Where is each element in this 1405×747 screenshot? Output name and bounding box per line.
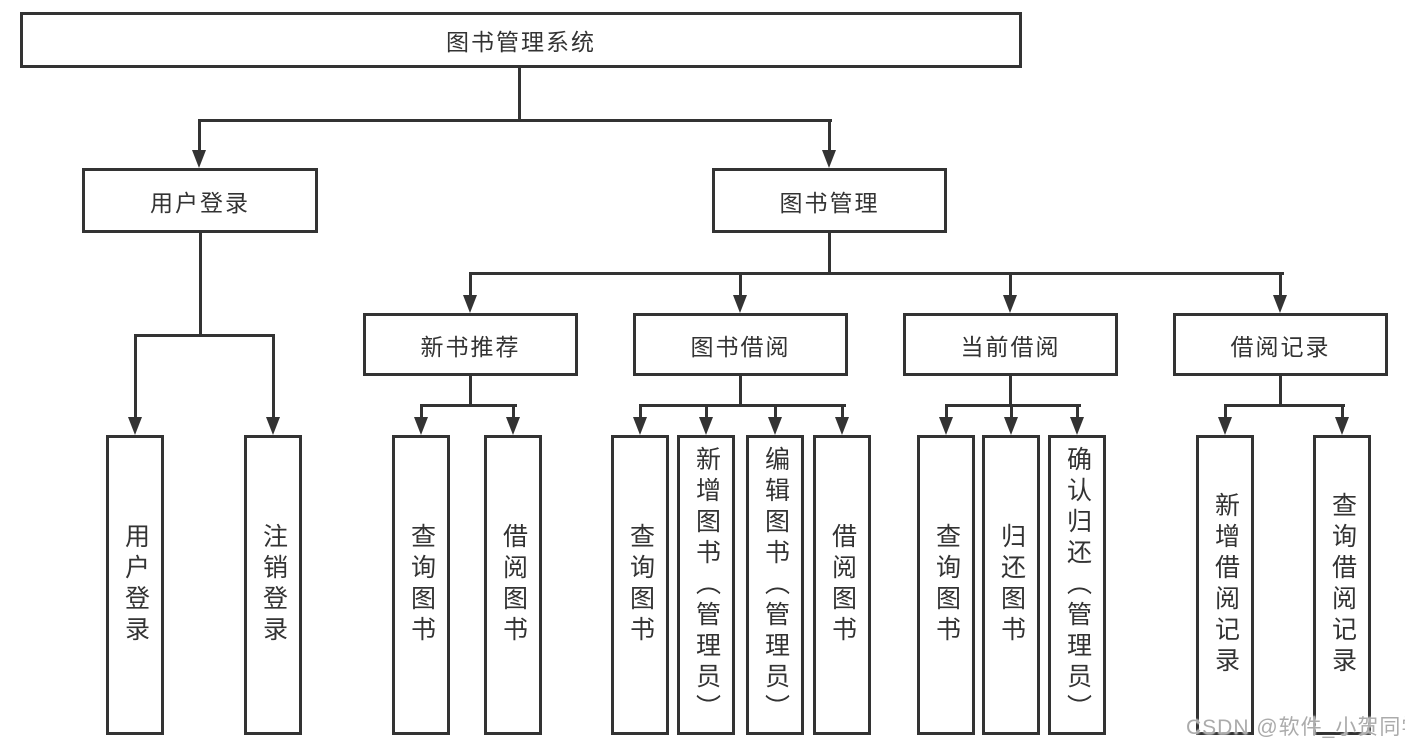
arrow-down-icon [128, 417, 142, 435]
node-borrowing-records: 借阅记录 [1173, 313, 1388, 376]
leaf-label: 借阅图书 [828, 523, 857, 647]
leaf-edit-book-admin: 编辑图书（管理员） [746, 435, 804, 735]
connector-line [638, 403, 846, 407]
connector-line [738, 376, 742, 406]
node-new-book-recommend: 新书推荐 [363, 313, 578, 376]
arrow-down-icon [1003, 295, 1017, 313]
connector-line [738, 273, 742, 298]
leaf-label: 借阅图书 [499, 523, 528, 647]
connector-line [468, 271, 1284, 275]
connector-line [511, 405, 515, 421]
arrow-down-icon [822, 150, 836, 168]
node-label: 图书借阅 [690, 333, 791, 360]
leaf-label: 新增图书（管理员） [692, 445, 721, 725]
connector-line [1340, 405, 1344, 421]
connector-line [1278, 376, 1282, 406]
leaf-query-books-current: 查询图书 [917, 435, 975, 735]
connector-line [773, 405, 777, 421]
connector-line [1009, 405, 1013, 421]
connector-line [1008, 376, 1012, 406]
arrow-down-icon [1335, 417, 1349, 435]
node-label: 借阅记录 [1230, 333, 1331, 360]
arrow-down-icon [768, 417, 782, 435]
node-label: 图书管理 [779, 189, 880, 216]
arrow-down-icon [633, 417, 647, 435]
leaf-label: 查询图书 [407, 523, 436, 647]
arrow-down-icon [939, 417, 953, 435]
leaf-label: 查询图书 [626, 523, 655, 647]
connector-line [1008, 273, 1012, 298]
connector-line [1278, 273, 1282, 298]
arrow-down-icon [414, 417, 428, 435]
arrow-down-icon [192, 150, 206, 168]
leaf-label: 用户登录 [121, 523, 150, 647]
node-label: 图书管理系统 [446, 29, 596, 55]
arrow-down-icon [1273, 295, 1287, 313]
node-library-management-system: 图书管理系统 [20, 12, 1022, 68]
leaf-label: 注销登录 [259, 523, 288, 647]
connector-line [271, 335, 275, 420]
connector-line [468, 376, 472, 406]
leaf-label: 编辑图书（管理员） [761, 445, 790, 725]
connector-line [1075, 405, 1079, 421]
arrow-down-icon [699, 417, 713, 435]
connector-line [944, 403, 1081, 407]
node-book-management: 图书管理 [712, 168, 947, 233]
arrow-down-icon [1070, 417, 1084, 435]
leaf-label: 确认归还（管理员） [1063, 445, 1092, 725]
node-label: 新书推荐 [420, 333, 521, 360]
arrow-down-icon [835, 417, 849, 435]
leaf-return-books: 归还图书 [982, 435, 1040, 735]
connector-line [133, 333, 275, 337]
leaf-add-book-admin: 新增图书（管理员） [677, 435, 735, 735]
arrow-down-icon [1004, 417, 1018, 435]
arrow-down-icon [1218, 417, 1232, 435]
connector-line [827, 120, 831, 153]
arrow-down-icon [463, 295, 477, 313]
connector-line [419, 405, 423, 421]
leaf-confirm-return-admin: 确认归还（管理员） [1048, 435, 1106, 735]
node-current-borrowing: 当前借阅 [903, 313, 1118, 376]
node-label: 当前借阅 [960, 333, 1061, 360]
arrow-down-icon [266, 417, 280, 435]
node-user-login: 用户登录 [82, 168, 318, 233]
connector-line [827, 233, 831, 274]
node-label: 用户登录 [150, 189, 250, 216]
leaf-label: 归还图书 [997, 523, 1026, 647]
connector-line [468, 273, 472, 298]
connector-line [197, 120, 201, 153]
connector-line [419, 403, 517, 407]
connector-line [638, 405, 642, 421]
connector-line [133, 335, 137, 420]
arrow-down-icon [506, 417, 520, 435]
leaf-borrow-books-borrowing: 借阅图书 [813, 435, 871, 735]
connector-line [944, 405, 948, 421]
leaf-query-books-borrowing: 查询图书 [611, 435, 669, 735]
leaf-query-borrow-record: 查询借阅记录 [1313, 435, 1371, 735]
connector-line [197, 118, 832, 122]
connector-line [517, 68, 521, 120]
arrow-down-icon [733, 295, 747, 313]
node-book-borrowing: 图书借阅 [633, 313, 848, 376]
leaf-user-login: 用户登录 [106, 435, 164, 735]
csdn-watermark: CSDN @软件_小贺同学 [1186, 716, 1405, 739]
leaf-label: 查询借阅记录 [1328, 492, 1357, 678]
leaf-label: 新增借阅记录 [1211, 492, 1240, 678]
leaf-label: 查询图书 [932, 523, 961, 647]
leaf-add-borrow-record: 新增借阅记录 [1196, 435, 1254, 735]
connector-line [840, 405, 844, 421]
connector-line [1223, 403, 1345, 407]
leaf-borrow-books-recommend: 借阅图书 [484, 435, 542, 735]
leaf-logout: 注销登录 [244, 435, 302, 735]
connector-line [704, 405, 708, 421]
connector-line [198, 233, 202, 336]
leaf-query-books-recommend: 查询图书 [392, 435, 450, 735]
connector-line [1223, 405, 1227, 421]
